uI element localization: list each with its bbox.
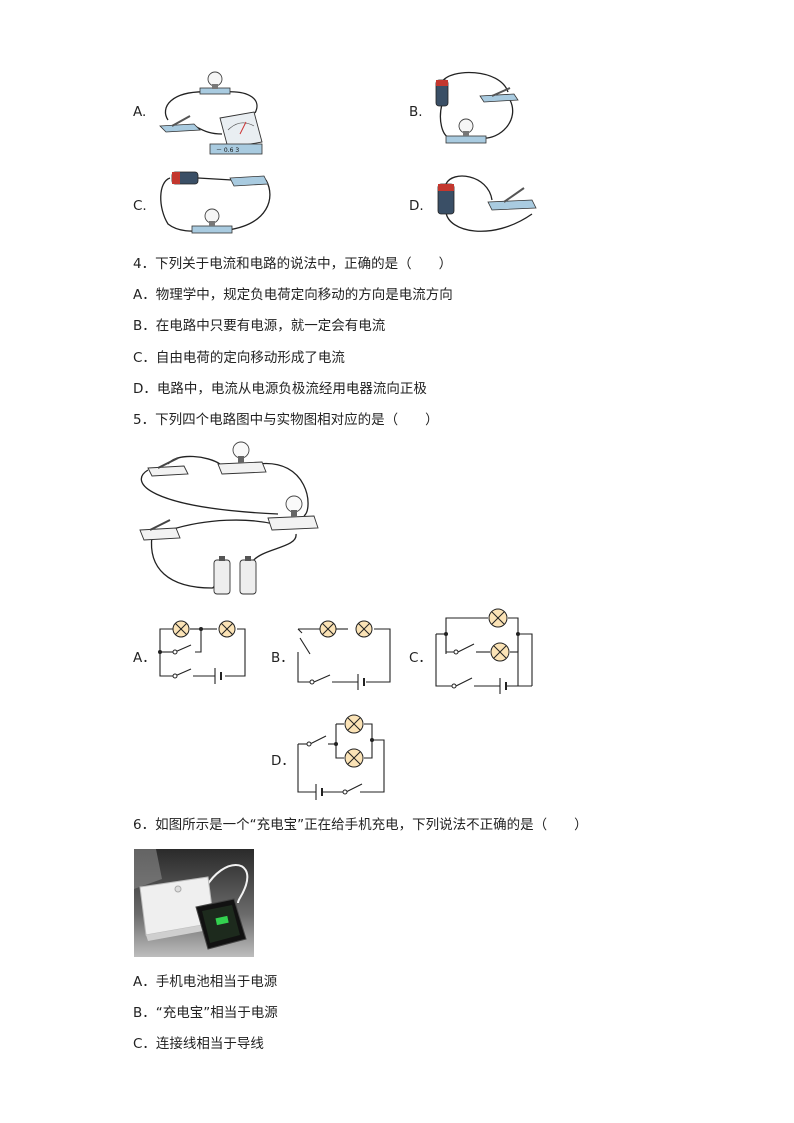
q3-option-b-circuit-image — [435, 71, 519, 144]
q5-option-c-diagram — [435, 608, 533, 694]
q3-option-a-circuit-image: － 0.6 3 — [159, 71, 263, 155]
question-6-option-b[interactable]: B．“充电宝”相当于电源 — [133, 1005, 278, 1021]
question-6-stem: 6．如图所示是一个“充电宝”正在给手机充电，下列说法不正确的是（ ） — [133, 817, 588, 833]
q5-option-d-label: D． — [271, 753, 295, 769]
question-5-stem: 5．下列四个电路图中与实物图相对应的是（ ） — [133, 412, 439, 428]
q3-option-b-label: B. — [409, 104, 423, 120]
power-bank-charging-phone-photo — [134, 849, 254, 957]
q5-physical-circuit-image — [139, 441, 319, 595]
question-6-option-c[interactable]: C．连接线相当于导线 — [133, 1036, 264, 1052]
question-6-option-a[interactable]: A．手机电池相当于电源 — [133, 974, 278, 990]
ammeter-scale-text: － 0.6 3 — [216, 147, 239, 154]
q5-option-a-diagram — [158, 620, 246, 684]
q5-option-d-diagram — [297, 714, 385, 800]
q3-option-c-circuit-image — [160, 171, 271, 234]
q5-option-a-label: A． — [133, 650, 156, 666]
q3-option-a-label: A. — [133, 104, 147, 120]
q5-option-b-label: B． — [271, 650, 294, 666]
q3-option-d-circuit-image — [437, 175, 537, 232]
q3-option-c-label: C. — [133, 198, 147, 214]
q5-option-b-diagram — [297, 620, 391, 690]
question-4-stem: 4．下列关于电流和电路的说法中，正确的是（ ） — [133, 256, 453, 272]
question-4-option-d[interactable]: D．电路中，电流从电源负极流经用电器流向正极 — [133, 381, 427, 397]
q5-option-c-label: C． — [409, 650, 432, 666]
q3-option-d-label: D. — [409, 198, 424, 214]
question-4-option-c[interactable]: C．自由电荷的定向移动形成了电流 — [133, 350, 345, 366]
question-4-option-a[interactable]: A．物理学中，规定负电荷定向移动的方向是电流方向 — [133, 287, 453, 303]
question-4-option-b[interactable]: B．在电路中只要有电源，就一定会有电流 — [133, 318, 386, 334]
